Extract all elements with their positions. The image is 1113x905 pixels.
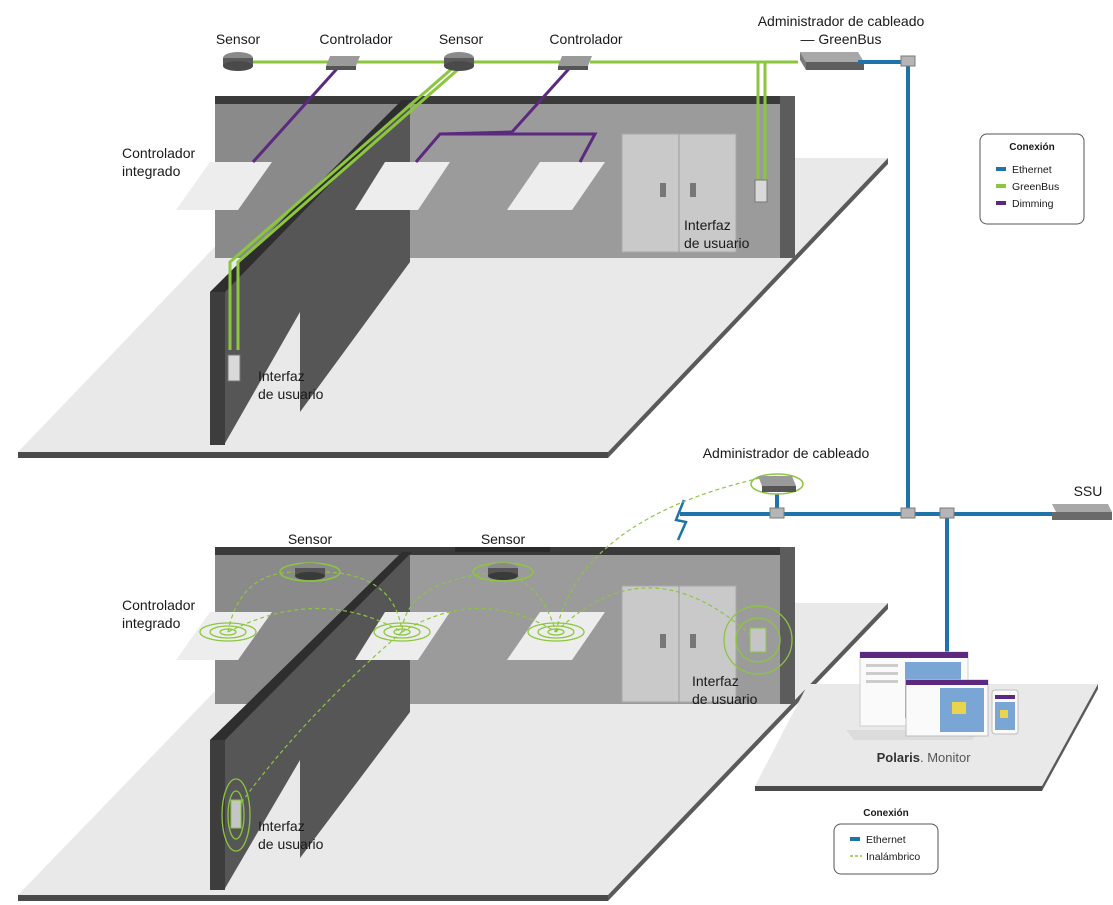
label-integrated-controller: Controlador [122,145,195,161]
sensor-icon [223,52,253,71]
legend-item-ethernet: Ethernet [1012,164,1052,176]
top-partition-wall [210,100,410,445]
tablet-icon [905,679,989,737]
controller-icon [326,56,360,70]
ethernet-lines [680,60,1052,658]
legend-top: Conexión Ethernet GreenBus Dimming [979,133,1085,225]
label-controller-center: Controlador [549,31,622,47]
label-ui-wall: Interfaz [258,368,305,384]
controller-icon [558,56,592,70]
ui-device-icon [221,778,251,852]
legend-item-greenbus: GreenBus [1012,181,1059,193]
monitor-platform: Polaris . Monitor [755,651,1098,791]
ssu-icon [1052,504,1112,520]
legend-swatch-ethernet [996,167,1006,171]
label-ui-wall-sub: de usuario [258,836,324,852]
brand-product: . Monitor [920,750,971,765]
junction-icon [769,55,955,519]
bottom-floor: Administrador de cableado Sensor Sensor … [18,445,888,901]
label-wiring-manager-wireless: Administrador de cableado [703,445,870,461]
legend-bottom: Conexión Ethernet Inalámbrico [833,808,939,875]
sensor-icon [279,562,341,582]
label-integrated-controller-sub: integrado [122,163,181,179]
phone-icon [991,689,1019,735]
top-panel-2 [355,162,450,210]
bottom-partition-wall [210,552,410,890]
legend-swatch-dimming [996,201,1006,205]
legend-bottom-title: Conexión [863,808,909,819]
sensor-icon [444,52,474,71]
wireless-link-icon [674,499,688,541]
greenbus-wires [228,60,798,350]
label-sensor-left: Sensor [216,31,261,47]
label-controller-left: Controlador [319,31,392,47]
label-sensor-center: Sensor [439,31,484,47]
wiring-manager-icon [800,52,864,70]
label-wiring-manager: Administrador de cableado [758,13,925,29]
label-ui-door: Interfaz [692,673,739,689]
top-panel-3 [507,162,605,210]
label-sensor-right: Sensor [481,531,526,547]
ui-device-icon [227,354,241,382]
label-sensor-left: Sensor [288,531,333,547]
legend-swatch-ethernet [850,837,860,841]
wireless-ring-icon [199,622,585,642]
label-ui-door: Interfaz [684,217,731,233]
ui-device-icon [754,179,768,203]
label-integrated-controller-sub: integrado [122,615,181,631]
bottom-door [621,585,737,703]
label-ssu: SSU [1074,483,1103,499]
label-integrated-controller: Controlador [122,597,195,613]
legend-item-wireless: Inalámbrico [866,851,920,863]
label-ui-wall-sub: de usuario [258,386,324,402]
brand-name: Polaris [877,750,920,765]
label-wiring-manager-sub: — GreenBus [801,31,882,47]
legend-item-ethernet: Ethernet [866,834,906,846]
label-ui-wall: Interfaz [258,818,305,834]
top-panel-1 [176,162,272,210]
legend-swatch-greenbus [996,184,1006,188]
bottom-panel-2 [355,612,450,660]
top-floor: Sensor Controlador Sensor Controlador Ad… [18,13,924,458]
bottom-panel-1 [176,612,272,660]
top-door [621,133,737,253]
dimming-wires [251,60,598,164]
wireless-links [227,477,761,811]
label-ui-door-sub: de usuario [692,691,758,707]
bottom-panel-3 [507,612,605,660]
label-ui-door-sub: de usuario [684,235,750,251]
legend-top-title: Conexión [1009,142,1055,153]
sensor-icon [472,562,534,582]
wiring-manager-icon [750,473,804,495]
legend-item-dimming: Dimming [1012,198,1054,210]
ui-device-icon [723,605,793,675]
